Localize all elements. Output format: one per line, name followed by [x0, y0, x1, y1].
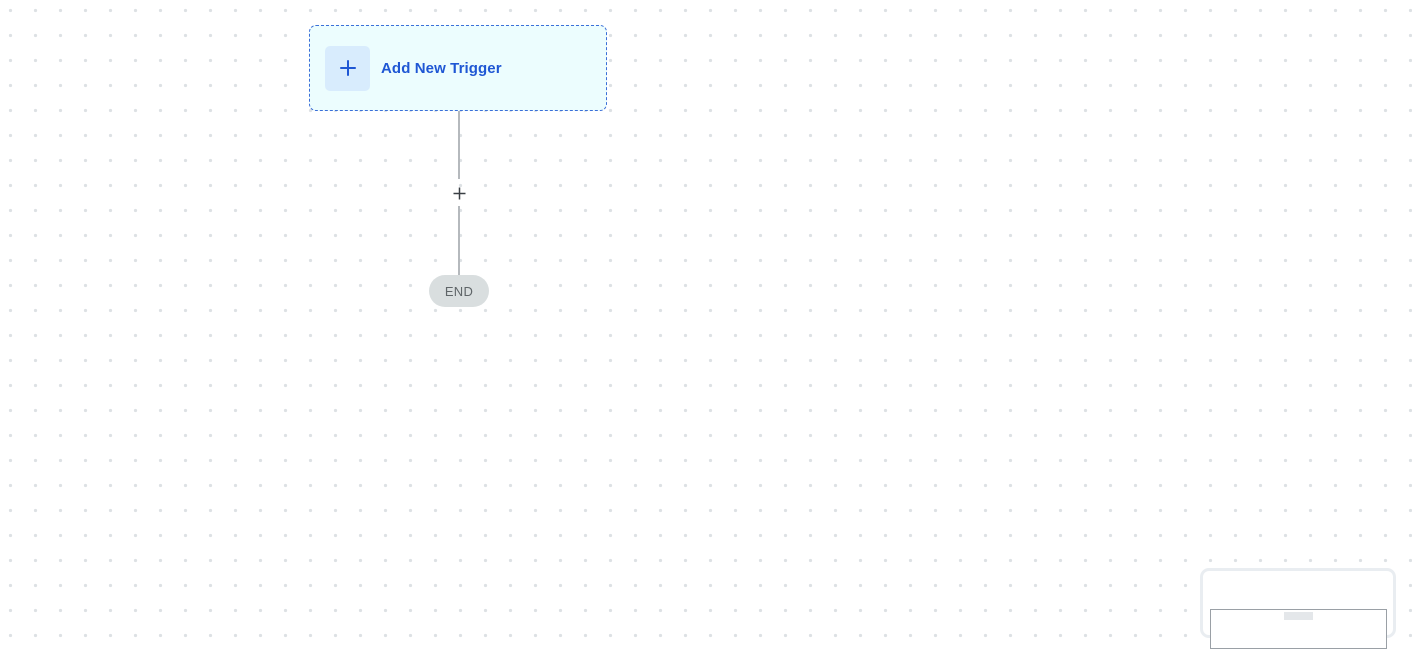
minimap[interactable]	[1200, 568, 1396, 649]
end-node: END	[429, 275, 489, 307]
plus-icon	[339, 60, 356, 76]
trigger-label: Add New Trigger	[381, 59, 502, 77]
add-step-button[interactable]	[450, 184, 468, 202]
minimap-node	[1284, 612, 1313, 620]
add-new-trigger-button[interactable]: Add New Trigger	[309, 25, 607, 111]
plus-icon	[453, 187, 465, 199]
connector-line-bottom	[458, 206, 460, 276]
trigger-plus-box	[325, 45, 370, 91]
connector-line-top	[458, 111, 460, 179]
